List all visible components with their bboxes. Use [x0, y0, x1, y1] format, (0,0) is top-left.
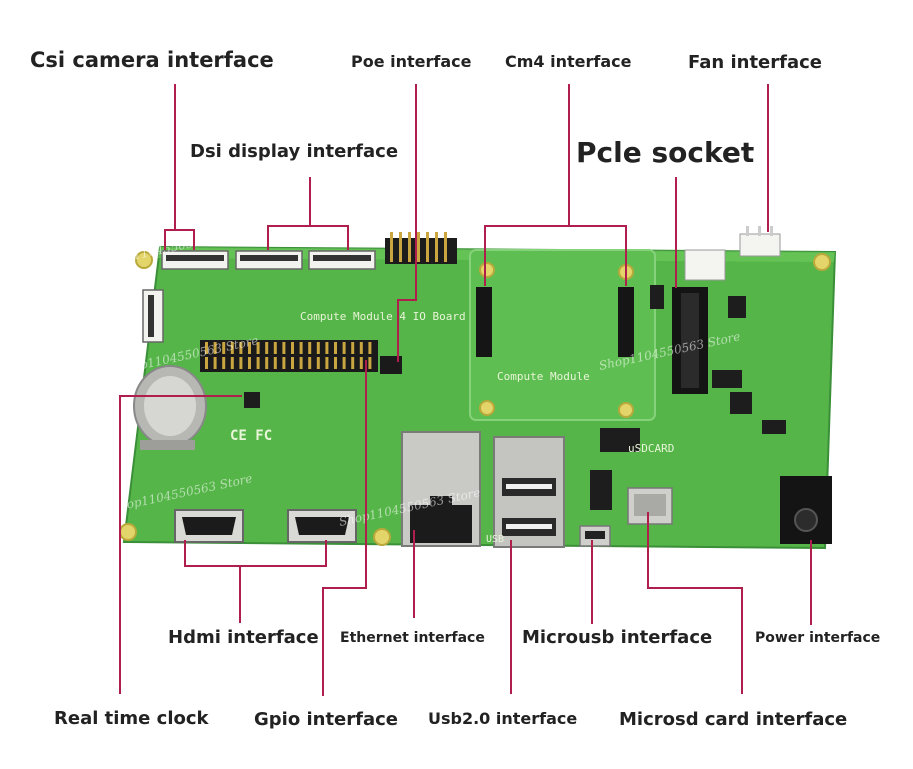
- gpio-pin: [359, 342, 363, 354]
- cm4-connector-left: [476, 287, 492, 357]
- gpio-pin: [291, 342, 294, 354]
- dsi-connector-0: [235, 250, 303, 270]
- gpio-pin: [230, 357, 234, 369]
- hdmi-port-1: [287, 509, 357, 543]
- usb2-port: [493, 436, 565, 548]
- gpio-pin: [325, 357, 329, 369]
- gpio-pin: [239, 357, 243, 369]
- dsi-callout-label: Dsi display interface: [190, 141, 399, 162]
- gpio-pin: [213, 357, 217, 369]
- microsd-callout-label: Microsd card interface: [619, 709, 848, 730]
- fan-callout-label: Fan interface: [688, 52, 822, 73]
- usb-silk: USB: [486, 534, 504, 545]
- gpio-pin: [368, 342, 372, 354]
- gpio-pin: [239, 342, 243, 354]
- gpio-pin: [248, 342, 251, 354]
- gpio-pin: [342, 357, 346, 369]
- csi-connector-side: [142, 289, 164, 343]
- gpio-pin: [291, 357, 294, 369]
- cert-marks-silk: CE FC: [230, 428, 272, 444]
- rtc-callout-label: Real time clock: [54, 708, 209, 729]
- gpio-pin: [334, 342, 337, 354]
- microusb-port: [579, 525, 611, 547]
- gpio-pin: [308, 342, 312, 354]
- gpio-callout-label: Gpio interface: [254, 709, 398, 730]
- gpio-pin: [342, 342, 346, 354]
- gpio-pin: [308, 357, 312, 369]
- gpio-pin: [316, 342, 320, 354]
- gpio-pin: [256, 342, 260, 354]
- gpio-pin: [351, 357, 355, 369]
- gpio-pin: [265, 342, 269, 354]
- jumper-header: [385, 232, 457, 264]
- gpio-pin: [282, 342, 286, 354]
- gpio-pin: [230, 342, 234, 354]
- hdmi-callout-label: Hdmi interface: [168, 627, 319, 648]
- csi-connector: [161, 250, 229, 270]
- gpio-pin: [299, 342, 303, 354]
- aux-header: [684, 249, 726, 281]
- module-silk: Compute Module: [497, 370, 590, 383]
- pcie-callout-label: Pcle socket: [576, 136, 755, 169]
- sd-silk: uSDCARD: [628, 442, 674, 455]
- gpio-pin: [316, 357, 320, 369]
- gpio-pin: [273, 342, 277, 354]
- gpio-pin: [368, 357, 372, 369]
- gpio-pin: [282, 357, 286, 369]
- gpio-pin: [222, 342, 226, 354]
- misc-ics: [244, 285, 786, 510]
- gpio-pin: [256, 357, 260, 369]
- cm4-connector-right: [618, 287, 634, 357]
- poe-callout-label: Poe interface: [351, 52, 472, 71]
- board-name-silk: Compute Module 4 IO Board: [300, 310, 466, 323]
- io-board: [119, 245, 837, 550]
- cm4-callout-label: Cm4 interface: [505, 52, 632, 71]
- gpio-header: [200, 340, 378, 372]
- gpio-pin: [205, 357, 208, 369]
- pcie-socket: [672, 287, 708, 394]
- gpio-pin: [351, 342, 355, 354]
- gpio-pin: [359, 357, 363, 369]
- hdmi-port-0: [174, 509, 244, 543]
- gpio-pin: [273, 357, 277, 369]
- fan-header: [739, 226, 781, 257]
- gpio-pin: [334, 357, 337, 369]
- gpio-pin: [265, 357, 269, 369]
- usb2-callout-label: Usb2.0 interface: [428, 709, 578, 728]
- gpio-pin: [248, 357, 251, 369]
- microusb-callout-label: Microusb interface: [522, 627, 713, 648]
- csi-callout-label: Csi camera interface: [30, 48, 274, 72]
- gpio-pin: [325, 342, 329, 354]
- leader-lines: [119, 84, 812, 696]
- compute-module-area: [469, 249, 656, 421]
- power-jack: [780, 476, 832, 544]
- power-callout-label: Power interface: [755, 630, 881, 646]
- rtc-battery-holder: [133, 365, 207, 450]
- microsd-slot: [627, 487, 673, 525]
- ethernet-callout-label: Ethernet interface: [340, 630, 485, 646]
- gpio-pin: [213, 342, 217, 354]
- gpio-pin: [299, 357, 303, 369]
- ethernet-port: [401, 431, 481, 547]
- poe-header: [380, 356, 402, 374]
- gpio-pin: [205, 342, 208, 354]
- gpio-pin: [222, 357, 226, 369]
- dsi-connector-1: [308, 250, 376, 270]
